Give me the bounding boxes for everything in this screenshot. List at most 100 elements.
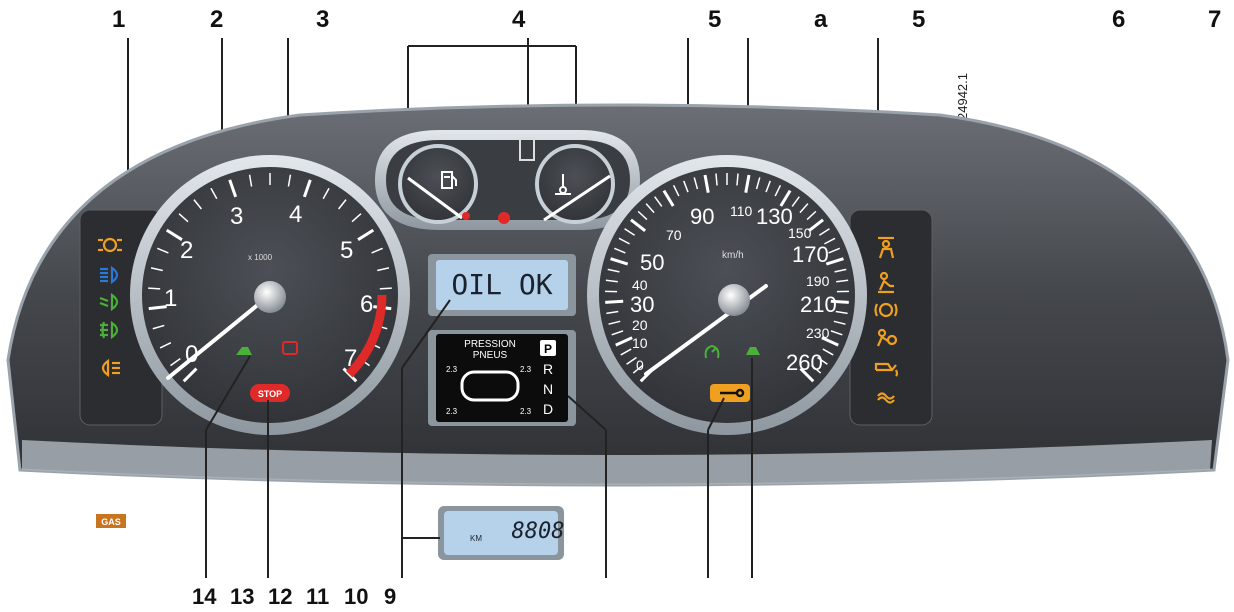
- leader-lines-bottom: [205, 299, 753, 578]
- tire-title-line2: PNEUS: [473, 350, 508, 361]
- gauge-tick: [170, 358, 181, 367]
- gear-p-box: [540, 340, 556, 356]
- gauge-tick: [322, 187, 330, 200]
- fuel-needle: [407, 176, 463, 220]
- gauge-tick: [626, 356, 637, 365]
- gauge-tick: [779, 189, 792, 207]
- gauge-tick: [152, 324, 165, 330]
- gauge-tick: [828, 247, 841, 254]
- callout-13: 13: [230, 584, 255, 609]
- seat-belt-reminder-icon: [878, 236, 895, 259]
- gauge-tick: [248, 174, 253, 187]
- gauge-tick: [693, 177, 699, 190]
- gauge-tick: [715, 173, 718, 186]
- gauge-tick: [605, 279, 618, 283]
- cruise-control-icon: [704, 344, 720, 359]
- gauge-tick: [672, 184, 680, 197]
- gas-indicator-badge: [96, 514, 126, 528]
- gauge-tick: [287, 174, 292, 187]
- odometer-display: KM 8808: [438, 506, 564, 560]
- speed-scale-210: 210: [800, 292, 837, 317]
- tire-pressure-fr: 2.3: [520, 365, 532, 374]
- gauge-tick: [830, 299, 849, 304]
- gauge-tick: [774, 184, 782, 197]
- lighting-brightness-button: [519, 137, 535, 161]
- upper-gauge-pod: [375, 130, 640, 230]
- odometer-value: 8808: [512, 519, 565, 544]
- cluster-lower-trim: [22, 440, 1212, 485]
- gauge-tick: [791, 196, 800, 207]
- gauge-tick: [818, 228, 830, 236]
- car-outline-icon: [460, 370, 520, 402]
- gauge-tick: [620, 348, 632, 356]
- callout-9: 9: [384, 584, 397, 609]
- tire-pressure-rr: 2.3: [520, 407, 532, 416]
- speed-scale-50: 50: [640, 250, 664, 275]
- fuel-pump-icon: [441, 171, 457, 189]
- gauge-tick: [799, 367, 815, 383]
- callout-14: 14: [192, 584, 217, 609]
- tachometer-red-zone: [345, 294, 387, 378]
- gauge-tick: [799, 203, 809, 214]
- tachometer-scale-4: 4: [289, 201, 302, 228]
- brake-warning-icon: [874, 302, 898, 318]
- airbag-fault-icon: [876, 328, 898, 347]
- fuel-low-indicator: [462, 212, 470, 220]
- sidelight-icon: [98, 237, 122, 253]
- gauge-tick: [148, 305, 167, 311]
- gauge-tick: [824, 237, 836, 245]
- speedometer-hub: [718, 284, 750, 316]
- gauge-tick: [807, 218, 824, 233]
- speed-unit: km/h: [722, 250, 744, 261]
- gauge-tick: [830, 330, 843, 336]
- gauge-tick: [302, 179, 312, 198]
- gauge-tick: [613, 247, 626, 254]
- callout-2: 2: [210, 6, 224, 33]
- gauge-tick: [835, 310, 848, 315]
- gauge-tick: [834, 268, 847, 273]
- stop-warning-label: STOP: [258, 389, 282, 399]
- coolant-temperature-icon: [555, 174, 571, 195]
- gauge-tick: [811, 364, 822, 374]
- odometer-unit: KM: [470, 534, 482, 543]
- gauge-tick: [610, 257, 629, 266]
- left-panel-icons: [98, 237, 122, 378]
- gauge-tick: [736, 173, 739, 186]
- gauge-tick: [637, 210, 648, 221]
- gear-n: N: [543, 381, 553, 397]
- speed-scale-40: 40: [632, 277, 648, 293]
- callout-7: 7: [1208, 6, 1222, 33]
- tachometer-multiplier: x 1000: [248, 253, 273, 262]
- gauge-tick: [371, 247, 384, 254]
- tachometer-scale-6: 6: [360, 291, 373, 318]
- gauge-tick: [683, 180, 689, 193]
- gauge-tick: [765, 180, 771, 193]
- gauge-tick: [228, 179, 238, 198]
- gauge-tick: [351, 213, 362, 223]
- tire-pressure-rl: 2.3: [446, 407, 458, 416]
- passenger-airbag-icon: [878, 271, 894, 294]
- callout-5b: 5: [912, 6, 926, 33]
- gauge-tick: [377, 267, 390, 272]
- gauge-tick: [337, 199, 347, 210]
- right-panel-icons: [874, 236, 899, 404]
- callout-12: 12: [268, 584, 293, 609]
- gauge-tick: [379, 287, 392, 290]
- gauge-tick: [662, 189, 675, 207]
- speed-limiter-icon: [746, 347, 760, 355]
- gauge-tick: [632, 364, 643, 374]
- oil-level-display: OIL OK: [428, 254, 576, 316]
- gauge-tick: [836, 279, 849, 283]
- speed-scale-260: 260: [786, 350, 823, 375]
- gauge-tick: [654, 196, 663, 207]
- tire-pressure-display: PRESSION PNEUS 2.3 2.3 2.3 2.3 P R N D: [428, 330, 576, 426]
- main-beam-icon: [100, 265, 119, 285]
- callout-11: 11: [306, 584, 330, 609]
- gear-p: P: [544, 342, 552, 356]
- speed-scale-170: 170: [792, 242, 829, 267]
- speed-scale-150: 150: [788, 225, 812, 241]
- gauge-tick: [193, 199, 203, 210]
- speedometer: 0 10 20 30 40 50 70 90 110 130 150 170 1…: [587, 155, 867, 435]
- tachometer-scale-2: 2: [180, 237, 193, 264]
